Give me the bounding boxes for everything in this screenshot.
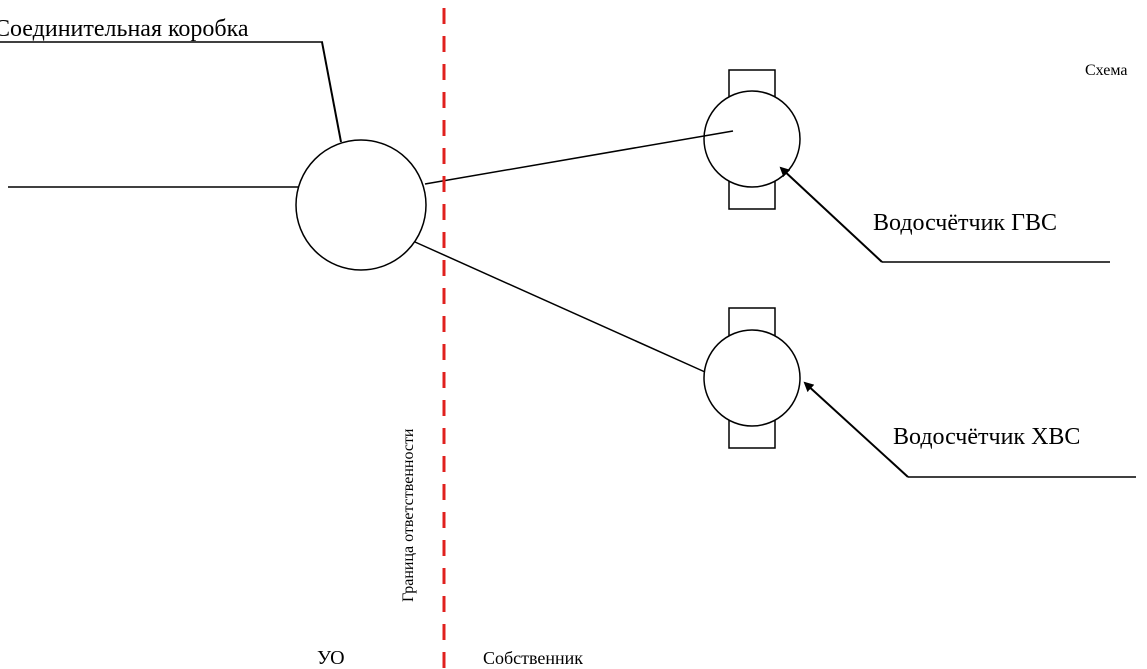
right-party-label: Собственник: [483, 648, 583, 668]
cold-water-line: [414, 241, 706, 373]
cold-meter-dial: [703, 329, 801, 427]
cold-meter-pointer-arrow: [803, 381, 909, 478]
hot-water-line-tip: [703, 130, 734, 137]
junction-box-label: Соединительная коробка: [0, 16, 249, 42]
left-party-label: УО: [317, 647, 345, 669]
hot-meter-dial: [703, 90, 801, 188]
responsibility-boundary-label: Граница ответственности: [400, 428, 417, 602]
hot-meter-pointer-arrow: [779, 166, 883, 263]
junction-box-leader: [321, 41, 342, 143]
hot-water-meter: [703, 69, 801, 210]
hot-meter-label: Водосчётчик ГВС: [873, 210, 1057, 236]
cold-meter-label: Водосчётчик ХВС: [893, 424, 1080, 450]
cold-water-meter: [703, 307, 801, 449]
hot-water-line: [424, 130, 734, 185]
scheme-label: Схема: [1085, 62, 1128, 79]
junction-box-circle: [295, 139, 427, 271]
